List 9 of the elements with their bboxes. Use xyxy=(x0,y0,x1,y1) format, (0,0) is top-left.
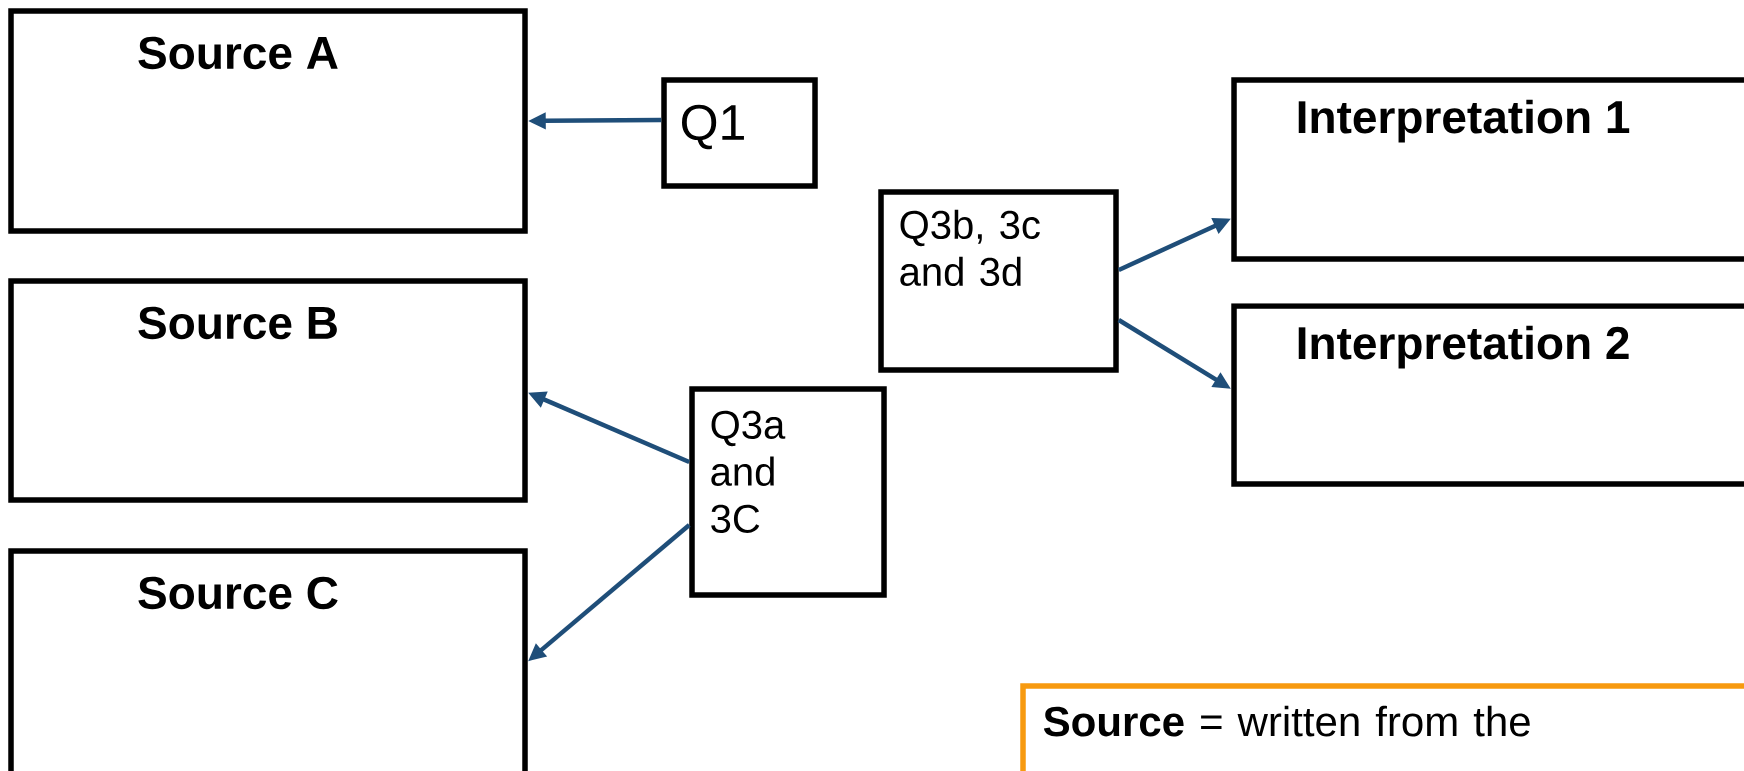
question-box: Q1 xyxy=(661,77,818,189)
question-box: Q3a and 3C xyxy=(689,386,887,598)
source-box: Interpretation 2 xyxy=(1231,303,1744,487)
source-box: Interpretation 1 xyxy=(1231,77,1744,262)
definition-box: Source = written from the xyxy=(1020,683,1744,771)
question-box: Q3b, 3c and 3d xyxy=(878,189,1119,373)
source-box: Source C xyxy=(8,548,528,771)
source-box: Source B xyxy=(8,278,528,503)
source-box: Source A xyxy=(8,8,528,234)
